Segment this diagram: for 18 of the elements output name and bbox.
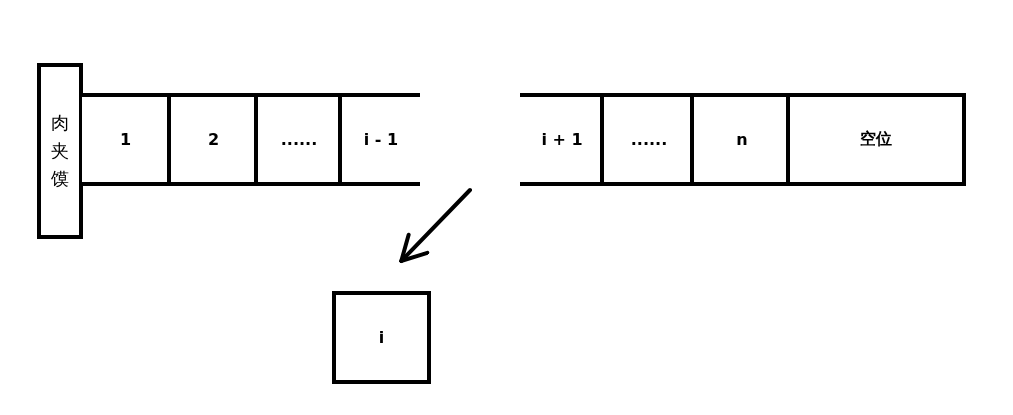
cell-label: i + 1 (541, 130, 583, 149)
cell-label: 1 (119, 130, 132, 149)
cell-label: i - 1 (363, 130, 399, 149)
array-cell (254, 93, 340, 186)
array-cell (786, 93, 966, 186)
cell-label: ...... (280, 130, 318, 149)
element-box (332, 291, 431, 384)
array-cell (167, 93, 256, 186)
array-cell (338, 93, 420, 186)
cell-label: 空位 (860, 129, 892, 150)
cell-label: n (736, 130, 748, 149)
cell-label: ...... (630, 130, 668, 149)
array-cell (82, 93, 169, 186)
vertical-bar (37, 63, 83, 239)
cell-label: i (378, 328, 385, 347)
arrow (399, 188, 472, 263)
cell-label: 2 (207, 130, 220, 149)
cell-label: 肉夹馍 (50, 111, 70, 191)
